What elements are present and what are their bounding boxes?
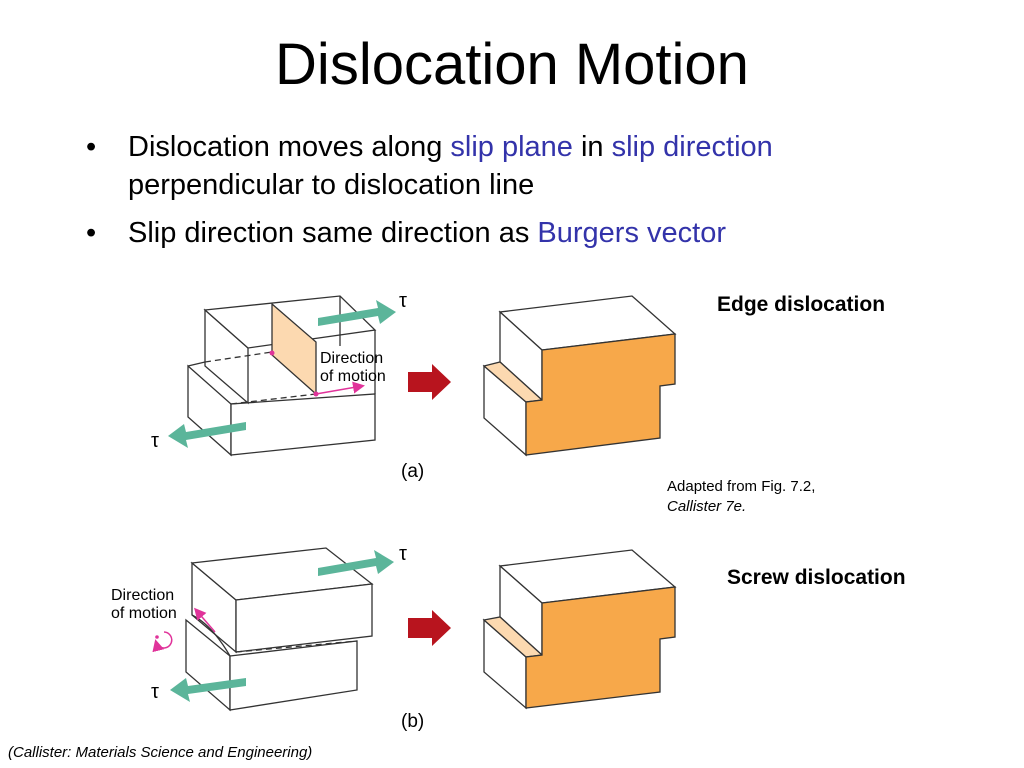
screw-rotation-icon (152, 631, 173, 653)
page-title: Dislocation Motion (275, 32, 749, 97)
tau-label: τ (399, 290, 407, 312)
shear-arrow-bottom (168, 422, 246, 448)
highlight-slip-plane: slip plane (450, 131, 573, 163)
highlight-burgers-vector: Burgers vector (537, 217, 726, 249)
dislocation-marker (269, 350, 275, 356)
tau-label: τ (151, 430, 159, 452)
direction-label: of motion (320, 368, 386, 385)
edge-dislocation-label: Edge dislocation (717, 293, 886, 316)
screw-dislocation-label: Screw dislocation (727, 566, 906, 589)
shear-arrow-top (318, 300, 396, 326)
panel-b-label: (b) (401, 711, 424, 732)
tau-label: τ (399, 543, 407, 565)
bullet-item-1: • Dislocation moves along slip plane in … (86, 128, 986, 204)
caption-line-2: Callister 7e. (667, 498, 747, 515)
direction-label: Direction (320, 350, 383, 367)
figure-caption: Adapted from Fig. 7.2, Callister 7e. (667, 477, 815, 517)
tau-label: τ (151, 681, 159, 703)
screw-axis-dot (155, 635, 159, 639)
highlight-slip-direction: slip direction (611, 131, 773, 163)
edge-after-block (482, 295, 677, 457)
transition-arrow-b (408, 610, 451, 646)
bullet-text: perpendicular to dislocation line (128, 169, 535, 201)
bullet-item-2: • Slip direction same direction as Burge… (86, 214, 986, 252)
bullet-list: • Dislocation moves along slip plane in … (86, 128, 986, 262)
direction-label: Direction (111, 587, 174, 604)
bullet-marker: • (86, 217, 97, 249)
bullet-text: Slip direction same direction as (128, 217, 538, 249)
transition-arrow-a (408, 364, 451, 400)
bullet-text: in (572, 131, 612, 163)
direction-label: of motion (111, 605, 177, 622)
screw-after-block (482, 549, 677, 710)
screw-before-block (185, 547, 374, 712)
shear-arrow-top (318, 550, 394, 576)
shear-arrow-bottom (170, 678, 246, 702)
citation: (Callister: Materials Science and Engine… (8, 744, 313, 761)
bullet-marker: • (86, 131, 97, 163)
caption-line-1: Adapted from Fig. 7.2, (667, 478, 816, 495)
motion-arrow (315, 381, 365, 395)
bullet-text: Dislocation moves along (128, 131, 451, 163)
motion-arrow (194, 607, 216, 633)
dislocation-marker (313, 391, 319, 397)
panel-a-label: (a) (401, 461, 424, 482)
